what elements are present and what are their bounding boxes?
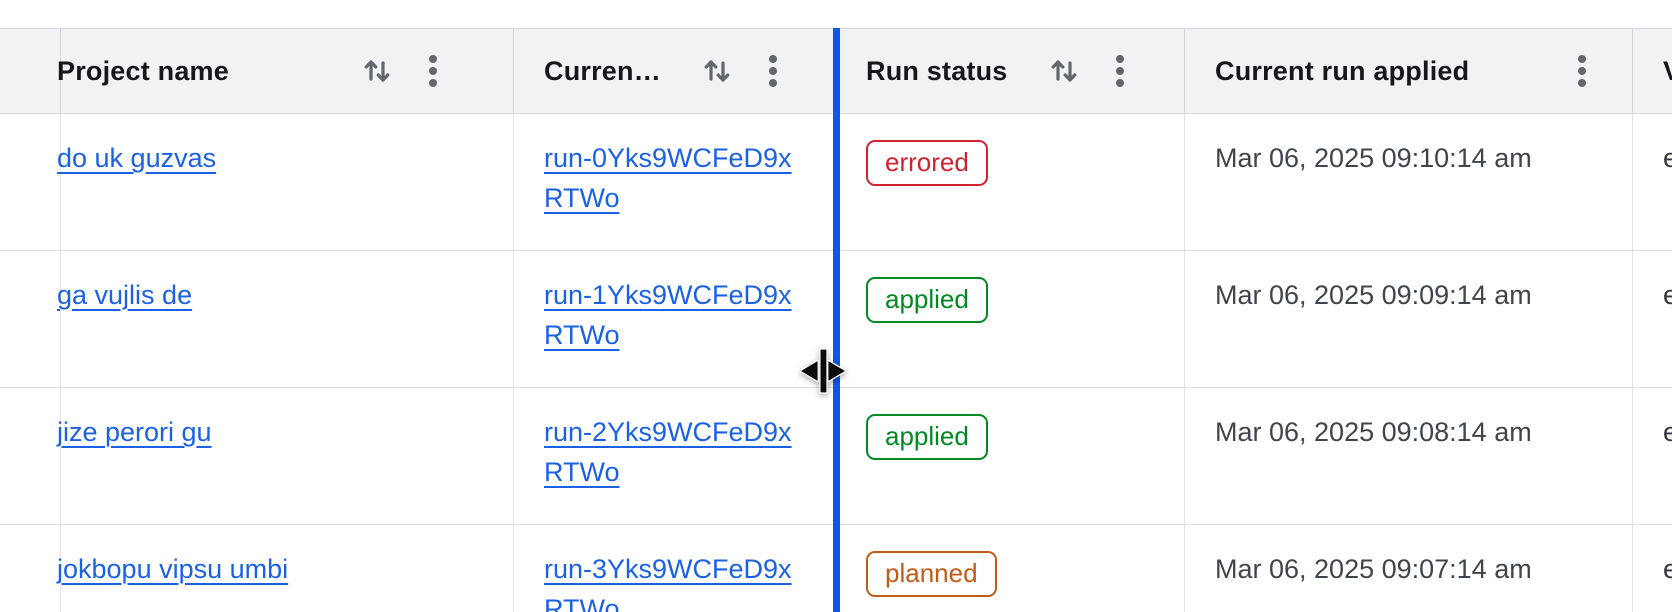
column-menu-button[interactable] [1576,54,1588,88]
current-run-cell: run-3Yks9WCFeD9xRTWo [514,525,836,612]
current-run-cell: run-2Yks9WCFeD9xRTWo [514,388,836,524]
status-badge: applied [866,414,988,460]
sort-button[interactable] [701,55,733,87]
clipped-cell-text: e [1663,143,1672,173]
current-run-applied-cell: Mar 06, 2025 09:08:14 am [1185,388,1633,524]
run-id-link[interactable]: run-0Yks9WCFeD9xRTWo [544,143,792,213]
run-id-link[interactable]: run-2Yks9WCFeD9xRTWo [544,417,792,487]
clipped-cell: e [1633,525,1672,612]
applied-timestamp: Mar 06, 2025 09:08:14 am [1215,417,1532,447]
project-name-cell: jize perori gu [27,388,514,524]
applied-timestamp: Mar 06, 2025 09:07:14 am [1215,554,1532,584]
current-run-applied-cell: Mar 06, 2025 09:07:14 am [1185,525,1633,612]
status-badge: errored [866,140,988,186]
project-link[interactable]: ga vujlis de [57,280,193,310]
run-id-link[interactable]: run-3Yks9WCFeD9xRTWo [544,554,792,612]
project-name-cell: do uk guzvas [27,114,514,250]
col-resize-cursor-icon [799,348,847,394]
column-title-current-run-applied: Current run applied [1215,55,1470,86]
column-title-current-run: Curren… [544,55,661,86]
sort-button[interactable] [1048,55,1080,87]
applied-timestamp: Mar 06, 2025 09:09:14 am [1215,280,1532,310]
gutter-cell [0,251,61,387]
clipped-cell: e [1633,251,1672,387]
sort-button[interactable] [361,55,393,87]
kebab-menu-icon [428,55,437,87]
header-cell-current-run: Curren… [514,29,836,113]
run-status-cell: errored [836,114,1185,250]
gutter-cell [0,114,61,250]
status-badge: planned [866,551,997,597]
header-cell-project-name: Project name [27,29,514,113]
header-cell-gutter [0,29,61,113]
header-cell-current-run-applied: Current run applied [1185,29,1633,113]
column-title-run-status: Run status [866,55,1008,86]
column-menu-button[interactable] [427,54,439,88]
run-status-cell: applied [836,251,1185,387]
status-badge: applied [866,277,988,323]
kebab-menu-icon [768,55,777,87]
clipped-cell-text: e [1663,417,1672,447]
run-status-cell: applied [836,388,1185,524]
header-cell-run-status: Run status [836,29,1185,113]
project-link[interactable]: jokbopu vipsu umbi [57,554,289,584]
current-run-applied-cell: Mar 06, 2025 09:10:14 am [1185,114,1633,250]
sort-arrows-icon [1051,60,1076,82]
project-link[interactable]: jize perori gu [57,417,212,447]
kebab-menu-icon [1578,55,1586,87]
clipped-cell: e [1633,388,1672,524]
current-run-applied-cell: Mar 06, 2025 09:09:14 am [1185,251,1633,387]
gutter-cell [0,388,61,524]
clipped-cell-text: e [1663,554,1672,584]
header-cell-clipped: V [1633,29,1672,113]
project-name-cell: ga vujlis de [27,251,514,387]
gutter-cell [0,525,61,612]
project-name-cell: jokbopu vipsu umbi [27,525,514,612]
run-id-link[interactable]: run-1Yks9WCFeD9xRTWo [544,280,792,350]
project-link[interactable]: do uk guzvas [57,143,217,173]
current-run-cell: run-0Yks9WCFeD9xRTWo [514,114,836,250]
kebab-menu-icon [1115,55,1124,87]
column-title-clipped: V [1663,56,1672,87]
column-menu-button[interactable] [1114,54,1126,88]
sort-arrows-icon [364,60,390,82]
clipped-cell: e [1633,114,1672,250]
column-title-project-name: Project name [57,55,229,86]
run-status-cell: planned [836,525,1185,612]
column-menu-button[interactable] [767,54,779,88]
column-resize-indicator-line[interactable] [833,28,840,612]
current-run-cell: run-1Yks9WCFeD9xRTWo [514,251,836,387]
sort-arrows-icon [704,60,730,82]
clipped-cell-text: e [1663,280,1672,310]
applied-timestamp: Mar 06, 2025 09:10:14 am [1215,143,1532,173]
